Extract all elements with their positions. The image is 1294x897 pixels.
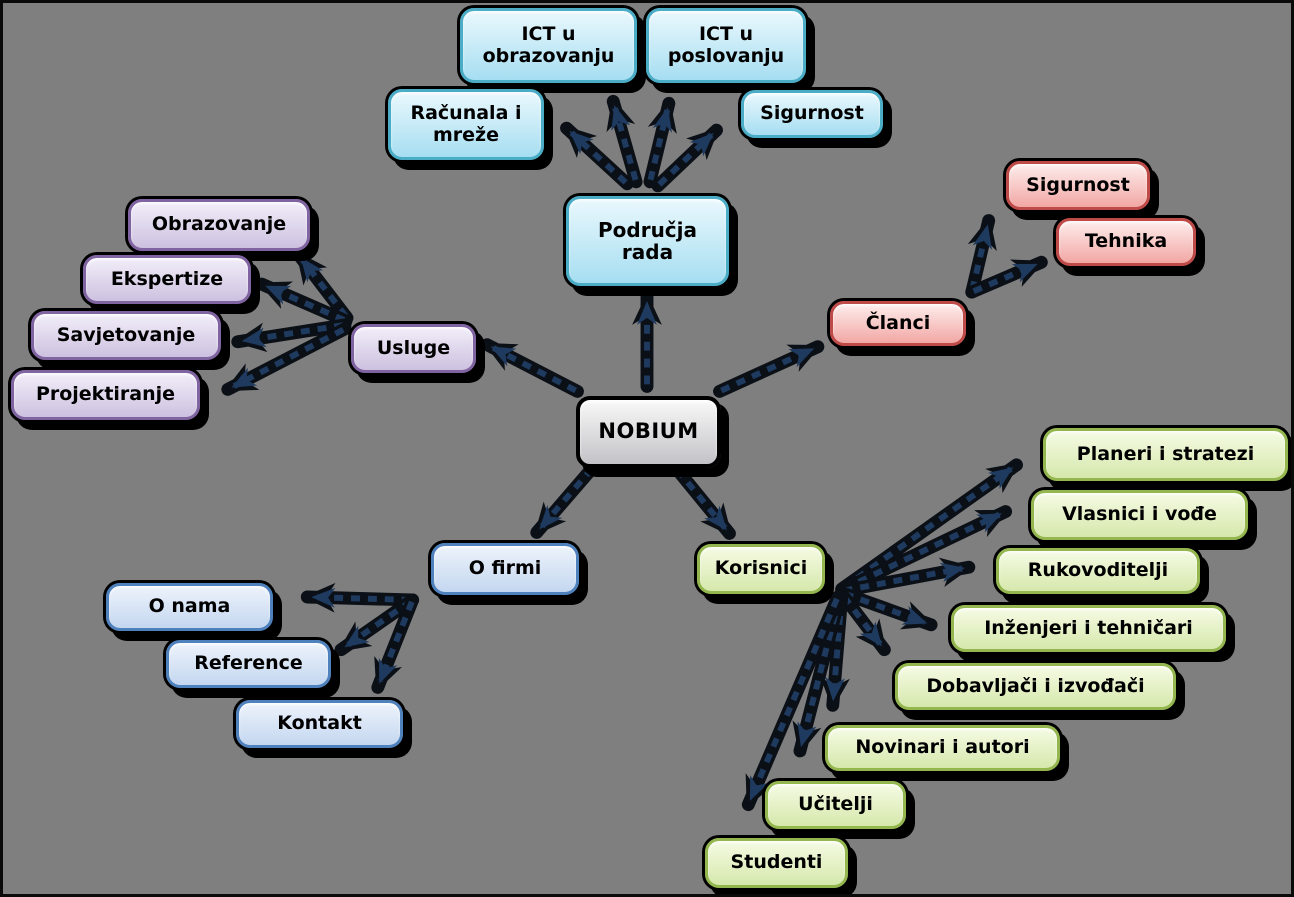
node-inzenjeri: Inženjeri i tehničari [951,605,1226,652]
connector-arrow-usluge-to-ekspertize [255,277,353,328]
node-label: Korisnici [714,557,808,580]
connector-arrow-podrucja-rada-to-ict-obrazovanju [606,94,643,189]
node-label: Kontakt [277,712,362,735]
node-label: Projektiranje [35,383,176,406]
node-vlasnici-vode: Vlasnici i vođe [1031,490,1248,540]
node-label: Vlasnici i vođe [1062,503,1217,526]
connector-arrows-layer [221,94,1048,812]
connector-arrow-usluge-to-obrazovanje [291,247,354,325]
node-o-firmi: O firmi [431,543,579,595]
connector-arrow-usluge-to-projektiranje [221,322,352,396]
connector-arrow-nobium-to-o-firmi [530,460,600,539]
node-label: NOBIUM [598,419,699,444]
connector-arrow-clanci-to-sigurnost-clanci [965,214,997,299]
node-label: Dobavljači i izvođači [926,674,1145,697]
node-label: Ekspertize [110,267,224,290]
node-obrazovanje: Obrazovanje [128,199,310,251]
connector-arrow-clanci-to-tehnika [965,255,1048,299]
node-sigurnost-rada: Sigurnost [741,90,883,138]
node-novinari: Novinari i autori [825,725,1060,771]
connector-arrow-nobium-to-korisnici [669,461,736,540]
node-label: Računala i mreže [410,102,522,146]
node-reference: Reference [166,640,331,688]
connector-arrow-korisnici-to-dobavljaci [836,588,891,657]
node-o-nama: O nama [106,583,273,631]
node-label: Rukovoditelji [1027,559,1169,582]
node-label: Studenti [730,851,823,874]
node-label: Tehnika [1084,230,1168,253]
node-label: Inženjeri i tehničari [984,616,1193,639]
connector-arrow-korisnici-to-vlasnici-vode [835,505,1013,597]
node-dobavljaci: Dobavljači i izvođači [895,663,1176,710]
connector-arrow-podrucja-rada-to-sigurnost-rada [651,123,723,193]
node-label: Sigurnost [1026,173,1130,196]
node-label: Obrazovanje [151,213,287,236]
node-ict-obrazovanju: ICT u obrazovanju [460,8,637,83]
connector-arrow-o-firmi-to-o-nama [300,582,420,613]
node-ekspertize: Ekspertize [83,255,251,304]
node-ucitelji: Učitelji [765,781,906,829]
node-label: ICT u poslovanju [667,23,785,67]
node-label: O nama [148,595,231,618]
node-planeri-stratezi: Planeri i stratezi [1043,428,1288,481]
node-label: Usluge [376,336,451,359]
node-studenti: Studenti [705,838,848,888]
node-ict-poslovanju: ICT u poslovanju [646,8,806,83]
connector-arrow-nobium-to-usluge [480,338,584,398]
connector-arrow-usluge-to-savjetovanje [231,318,352,353]
connector-arrow-podrucja-rada-to-racunala-mreze [560,121,634,191]
node-label: Članci [865,311,931,334]
connector-arrow-korisnici-to-studenti [741,590,845,812]
node-label: Reference [194,652,303,675]
node-racunala-mreze: Računala i mreže [388,89,544,160]
connector-arrow-o-firmi-to-reference [334,593,420,657]
node-label: Sigurnost [760,102,864,125]
node-sigurnost-clanci: Sigurnost [1006,161,1150,210]
node-savjetovanje: Savjetovanje [31,311,221,360]
connector-arrow-o-firmi-to-kontakt [371,593,420,694]
node-kontakt: Kontakt [236,700,403,748]
node-label: Učitelji [798,793,873,816]
node-label: O firmi [468,557,542,580]
node-korisnici: Korisnici [697,544,825,594]
node-podrucja-rada: Područja rada [566,196,729,286]
node-rukovoditelji: Rukovoditelji [996,548,1200,594]
connector-arrow-nobium-to-clanci [713,340,825,398]
node-label: Planeri i stratezi [1076,442,1255,465]
mindmap-nodes-layer: NOBIUM Područja rada ICT u obrazovanju ICT … [3,3,1291,894]
connector-arrow-korisnici-to-planeri-stratezi [835,458,1023,596]
node-usluge: Usluge [351,324,476,373]
node-projektiranje: Projektiranje [11,370,200,420]
node-label: Savjetovanje [56,323,196,346]
connector-arrow-korisnici-to-rukovoditelji [835,557,976,598]
node-label: Novinari i autori [855,736,1030,759]
connector-arrow-podrucja-rada-to-ict-poslovanju [643,96,677,189]
node-label: Područja rada [597,217,698,264]
node-nobium: NOBIUM [576,396,721,468]
node-tehnika: Tehnika [1056,218,1196,266]
connector-arrow-korisnici-to-inzenjeri [836,586,938,632]
node-label: ICT u obrazovanju [482,23,615,67]
node-clanci: Članci [830,301,966,346]
